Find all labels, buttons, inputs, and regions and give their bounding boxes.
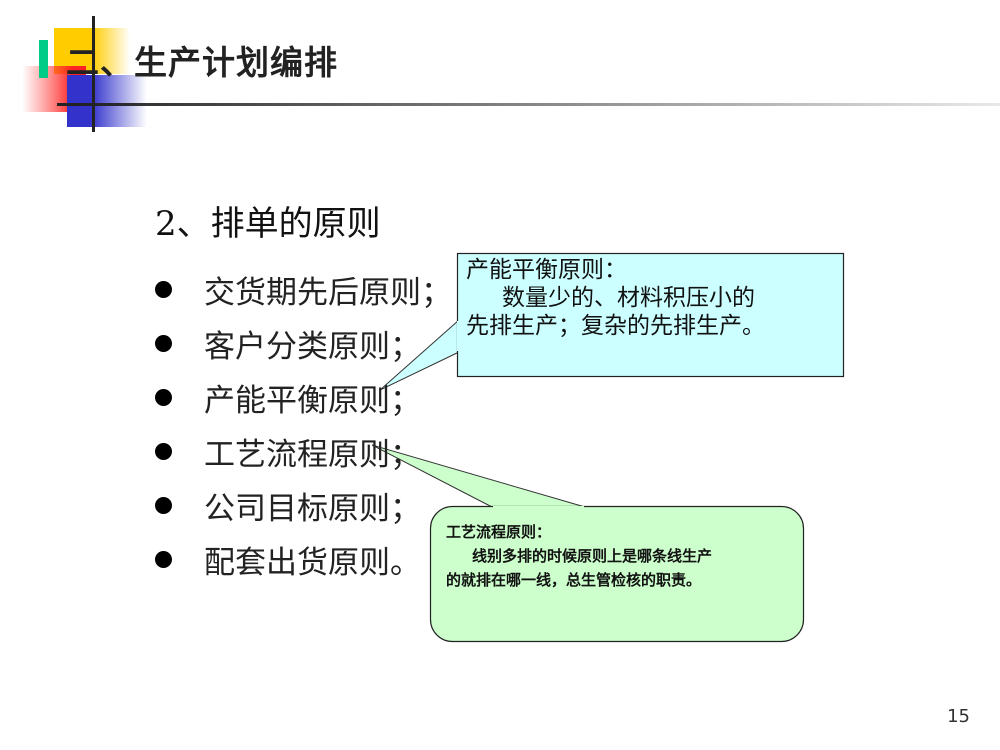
callout-line: 线别多排的时候原则上是哪条线生产 bbox=[472, 547, 713, 565]
list-item: 客户分类原则； bbox=[155, 316, 452, 370]
list-item: 交货期先后原则； bbox=[155, 262, 452, 316]
bullet-icon bbox=[155, 334, 172, 352]
callout-line: 的就排在哪一线，总生管检核的职责。 bbox=[446, 571, 702, 589]
page-number: 15 bbox=[947, 706, 970, 727]
bullet-icon bbox=[155, 442, 172, 460]
callout-line: 数量少的、材料积压小的 bbox=[502, 285, 755, 311]
bullet-text: 客户分类原则； bbox=[204, 328, 421, 365]
list-item: 产能平衡原则； bbox=[155, 370, 452, 424]
bullet-text: 配套出货原则。 bbox=[204, 544, 421, 581]
callout-line: 先排生产；复杂的先排生产。 bbox=[466, 313, 765, 339]
bullet-icon bbox=[155, 280, 172, 298]
bullet-text: 工艺流程原则； bbox=[204, 436, 421, 473]
bullet-text: 交货期先后原则； bbox=[204, 274, 452, 311]
bullet-list: 交货期先后原则； 客户分类原则； 产能平衡原则； 工艺流程原则； 公司目标原则；… bbox=[155, 262, 452, 586]
bullet-text: 产能平衡原则； bbox=[204, 382, 421, 419]
bullet-icon bbox=[155, 550, 172, 568]
callout-title: 产能平衡原则： bbox=[466, 257, 627, 283]
list-item: 工艺流程原则； bbox=[155, 424, 452, 478]
callout-capacity: 产能平衡原则： 数量少的、材料积压小的 先排生产；复杂的先排生产。 bbox=[466, 256, 836, 340]
bullet-icon bbox=[155, 496, 172, 514]
callout-process-shape bbox=[371, 444, 805, 643]
callout-process: 工艺流程原则： 线别多排的时候原则上是哪条线生产 的就排在哪一线，总生管检核的职… bbox=[446, 520, 796, 592]
list-item: 配套出货原则。 bbox=[155, 532, 452, 586]
callout-capacity-shape bbox=[379, 252, 845, 391]
bullet-text: 公司目标原则； bbox=[204, 490, 421, 527]
page-title: 二、生产计划编排 bbox=[66, 43, 338, 82]
callout-title: 工艺流程原则： bbox=[446, 523, 552, 541]
logo-blocks bbox=[22, 16, 1000, 132]
list-item: 公司目标原则； bbox=[155, 478, 452, 532]
bullet-icon bbox=[155, 388, 172, 406]
section-heading: 2、排单的原则 bbox=[155, 204, 381, 244]
